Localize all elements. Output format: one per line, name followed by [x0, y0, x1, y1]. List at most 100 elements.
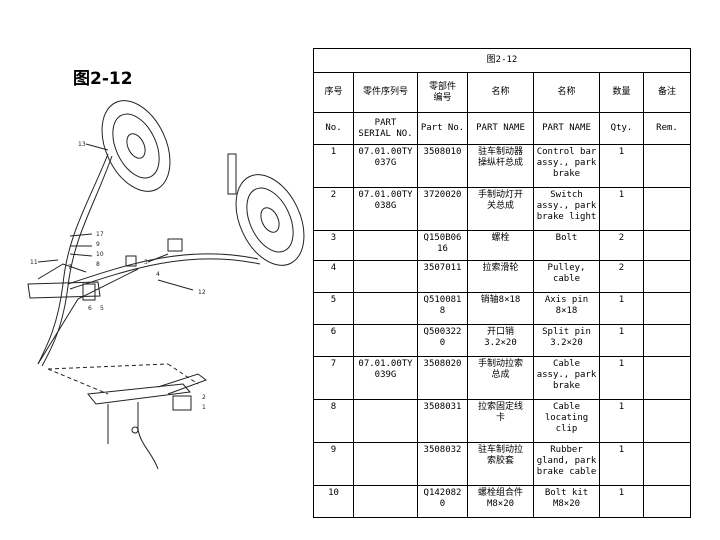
- cell-name-zh: 销轴8×18: [467, 292, 534, 325]
- table-caption: 图2-12: [313, 48, 691, 73]
- cell-no: 5: [313, 292, 354, 325]
- cell-qty: 1: [599, 485, 644, 518]
- cell-rem: [643, 144, 691, 188]
- cell-no: 9: [313, 442, 354, 486]
- header-rem-zh: 备注: [643, 72, 691, 113]
- callout-10: 10: [96, 251, 104, 258]
- cell-qty: 1: [599, 399, 644, 443]
- header-part-no-en: Part No.: [417, 112, 468, 145]
- cell-name-zh: 拉索固定线卡: [467, 399, 534, 443]
- cell-name-zh: 手制动拉索总成: [467, 356, 534, 400]
- equalizer-bracket: [27, 281, 101, 299]
- callout-11: 11: [30, 259, 38, 266]
- left-wheel: [101, 100, 171, 192]
- cell-serial: [353, 230, 418, 261]
- cell-serial: [353, 324, 418, 357]
- cell-no: 10: [313, 485, 354, 518]
- header-rem-en: Rem.: [643, 112, 691, 145]
- cell-no: 8: [313, 399, 354, 443]
- cell-part-no: 3507011: [417, 260, 468, 293]
- header-no-zh: 序号: [313, 72, 354, 113]
- figure-label: 图2-12: [73, 69, 133, 89]
- callout-12: 12: [198, 289, 206, 296]
- brake-lever-assembly: [87, 373, 208, 470]
- cell-no: 3: [313, 230, 354, 261]
- cell-name-zh: 驻车制动器操纵杆总成: [467, 144, 534, 188]
- header-name-zh-en: PART NAME: [467, 112, 534, 145]
- cell-name-zh: 驻车制动拉索胶套: [467, 442, 534, 486]
- cell-serial: [353, 485, 418, 518]
- header-part-no-zh: 零部件编号: [417, 72, 468, 113]
- shock-absorber: [227, 153, 237, 195]
- cell-name-zh: 拉索滑轮: [467, 260, 534, 293]
- callout-8: 8: [96, 261, 100, 268]
- callout-4: 4: [156, 271, 160, 278]
- callout-13: 13: [78, 141, 86, 148]
- cell-name-en: Bolt: [533, 230, 600, 261]
- header-qty-zh: 数量: [599, 72, 644, 113]
- header-name-en-en: PART NAME: [533, 112, 600, 145]
- cell-no: 4: [313, 260, 354, 293]
- callout-6: 6: [88, 305, 92, 312]
- header-qty-en: Qty.: [599, 112, 644, 145]
- callout-7: 7: [68, 264, 72, 271]
- cell-part-no: 3508032: [417, 442, 468, 486]
- header-serial-zh: 零件序列号: [353, 72, 418, 113]
- cell-qty: 2: [599, 230, 644, 261]
- callout-17: 17: [96, 231, 104, 238]
- cell-rem: [643, 399, 691, 443]
- cell-rem: [643, 260, 691, 293]
- cell-rem: [643, 187, 691, 231]
- cell-rem: [643, 356, 691, 400]
- callout-3: 3: [144, 259, 148, 266]
- cell-no: 1: [313, 144, 354, 188]
- callout-2: 2: [202, 394, 206, 401]
- callout-5: 5: [100, 305, 104, 312]
- cell-part-no: 3508020: [417, 356, 468, 400]
- cell-rem: [643, 230, 691, 261]
- cell-no: 2: [313, 187, 354, 231]
- cell-qty: 1: [599, 187, 644, 231]
- cell-qty: 1: [599, 292, 644, 325]
- header-no-en: No.: [313, 112, 354, 145]
- cell-name-zh: 螺栓: [467, 230, 534, 261]
- cell-qty: 1: [599, 324, 644, 357]
- cell-qty: 1: [599, 144, 644, 188]
- header-name-en-zh: 名称: [533, 72, 600, 113]
- cell-qty: 1: [599, 356, 644, 400]
- header-name-zh-zh: 名称: [467, 72, 534, 113]
- cell-rem: [643, 485, 691, 518]
- cell-serial: [353, 442, 418, 486]
- cell-serial: [353, 260, 418, 293]
- cell-name-zh: 手制动灯开关总成: [467, 187, 534, 231]
- cell-part-no: 3508031: [417, 399, 468, 443]
- cell-no: 7: [313, 356, 354, 400]
- cell-serial: [353, 292, 418, 325]
- cable-left: [37, 153, 109, 365]
- callout-9: 9: [96, 241, 100, 248]
- cell-no: 6: [313, 324, 354, 357]
- cable-right: [67, 253, 259, 285]
